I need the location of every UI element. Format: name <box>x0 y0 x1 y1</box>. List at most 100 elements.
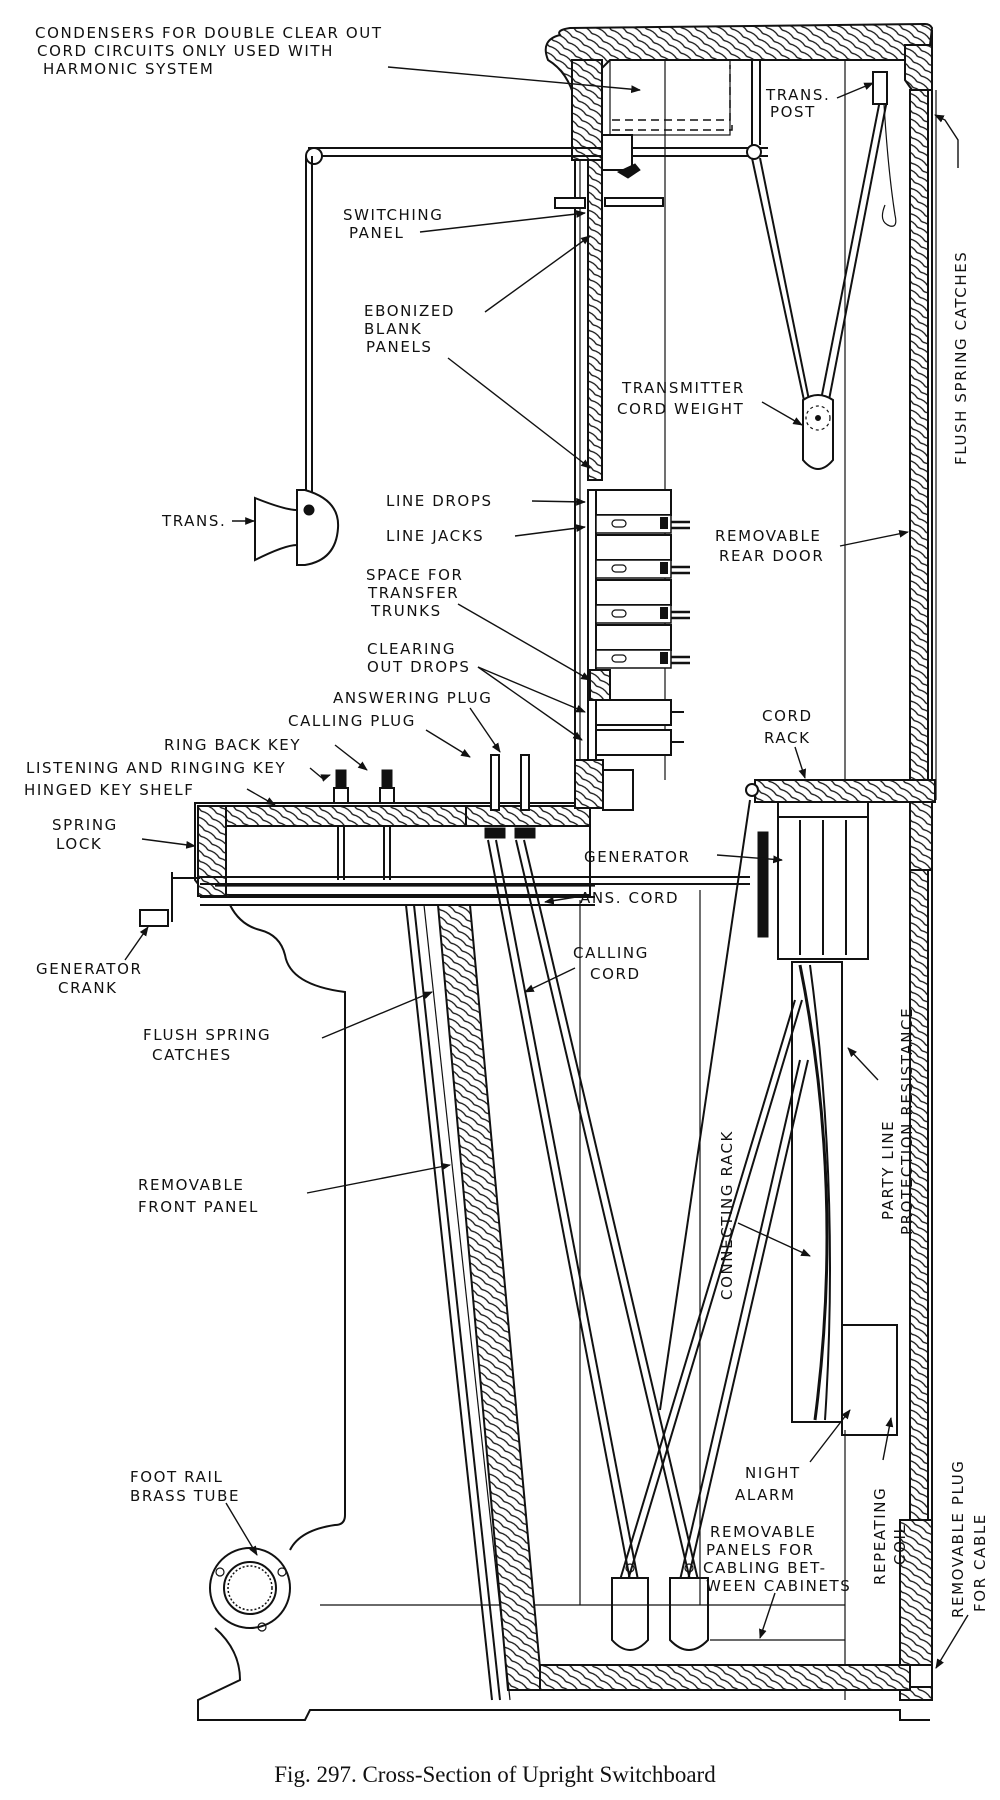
front-panel-slanted <box>405 904 544 1701</box>
label-removable-front-panel: REMOVABLE FRONT PANEL <box>138 1162 451 1216</box>
svg-text:PANEL: PANEL <box>349 224 404 242</box>
svg-text:NIGHT: NIGHT <box>745 1464 801 1482</box>
jack-terminal <box>660 562 668 574</box>
svg-text:CLEARING: CLEARING <box>367 640 456 658</box>
svg-text:COIL: COIL <box>891 1524 909 1565</box>
svg-text:CABLING BET-: CABLING BET- <box>703 1559 827 1577</box>
generator <box>200 801 869 960</box>
label-generator-crank: GENERATOR CRANK <box>36 926 149 997</box>
label-trans: TRANS. <box>161 512 255 530</box>
clearing-out-drop <box>595 729 672 756</box>
label-calling-cord: CALLING CORD <box>524 944 649 993</box>
svg-text:LOCK: LOCK <box>56 835 102 853</box>
clearing-out-drop <box>595 699 672 726</box>
label-foot-rail-brass-tube: FOOT RAIL BRASS TUBE <box>130 1468 258 1556</box>
svg-text:TRANS.: TRANS. <box>765 86 830 104</box>
svg-text:FLUSH SPRING: FLUSH SPRING <box>143 1026 271 1044</box>
label-spring-lock: SPRING LOCK <box>52 816 196 853</box>
svg-text:REMOVABLE PLUG: REMOVABLE PLUG <box>949 1460 967 1619</box>
label-cord-rack: CORD RACK <box>762 707 811 779</box>
svg-text:FRONT PANEL: FRONT PANEL <box>138 1198 259 1216</box>
svg-text:BRASS TUBE: BRASS TUBE <box>130 1487 240 1505</box>
svg-text:EBONIZED: EBONIZED <box>364 302 455 320</box>
label-night-alarm: NIGHT ALARM <box>735 1409 851 1504</box>
svg-text:CORD CIRCUITS ONLY USED WITH: CORD CIRCUITS ONLY USED WITH <box>37 42 334 60</box>
svg-text:REMOVABLE: REMOVABLE <box>710 1523 816 1541</box>
label-generator: GENERATOR <box>584 848 783 866</box>
foot-rail-brass-tube <box>209 1547 291 1632</box>
svg-text:FOR CABLE: FOR CABLE <box>971 1513 989 1612</box>
svg-text:LINE JACKS: LINE JACKS <box>386 527 484 545</box>
svg-text:PARTY LINE: PARTY LINE <box>879 1120 897 1220</box>
line-jack-unit <box>595 604 672 624</box>
label-condensers: CONDENSERS FOR DOUBLE CLEAR OUT CORD CIR… <box>35 24 641 94</box>
svg-text:ALARM: ALARM <box>735 1486 796 1504</box>
rear-door <box>899 30 937 1701</box>
svg-text:CALLING: CALLING <box>573 944 649 962</box>
svg-text:GENERATOR: GENERATOR <box>36 960 143 978</box>
figure-caption: Fig. 297. Cross-Section of Upright Switc… <box>274 1762 716 1787</box>
svg-text:WEEN CABINETS: WEEN CABINETS <box>706 1577 851 1595</box>
line-jack-unit <box>595 559 672 579</box>
svg-text:TRANSFER: TRANSFER <box>367 584 459 602</box>
line-jack-unit <box>595 514 672 534</box>
svg-text:ANSWERING PLUG: ANSWERING PLUG <box>333 689 492 707</box>
svg-text:OUT DROPS: OUT DROPS <box>367 658 470 676</box>
svg-text:REMOVABLE: REMOVABLE <box>715 527 821 545</box>
jack-slot <box>611 519 627 528</box>
jack-slot <box>611 609 627 618</box>
label-trans-post: TRANS. POST <box>765 82 874 121</box>
label-ans-cord: ANS. CORD <box>544 889 679 907</box>
label-connecting-rack: CONNECTING RACK <box>718 1130 811 1300</box>
cabinet-bottom <box>197 1664 930 1721</box>
label-ebonized-blank-panels: EBONIZED BLANK PANELS <box>364 235 591 469</box>
svg-text:REPEATING: REPEATING <box>871 1487 889 1585</box>
svg-text:PROTECTION RESISTANCE: PROTECTION RESISTANCE <box>898 1007 916 1235</box>
answering-plug <box>514 754 536 839</box>
label-removable-panels-for-cabling: REMOVABLE PANELS FOR CABLING BET- WEEN C… <box>703 1523 851 1639</box>
label-party-line-protection-resistance: PARTY LINE PROTECTION RESISTANCE <box>847 1007 916 1235</box>
label-hinged-key-shelf: HINGED KEY SHELF <box>24 781 276 806</box>
svg-text:CONDENSERS FOR DOUBLE CLEAR OU: CONDENSERS FOR DOUBLE CLEAR OUT <box>35 24 383 42</box>
label-answering-plug: ANSWERING PLUG <box>333 689 501 753</box>
label-line-drops: LINE DROPS <box>386 492 586 510</box>
base-leg-profile <box>197 904 346 1720</box>
line-drop-unit <box>595 579 672 606</box>
line-drop-unit <box>595 489 672 516</box>
svg-text:BLANK: BLANK <box>364 320 422 338</box>
transfer-trunk-space <box>589 669 611 701</box>
key-shelf <box>194 759 634 906</box>
svg-text:PANELS FOR: PANELS FOR <box>706 1541 815 1559</box>
label-calling-plug: CALLING PLUG <box>288 712 471 758</box>
label-ring-back-key: RING BACK KEY <box>164 736 368 771</box>
svg-text:TRANS.: TRANS. <box>161 512 226 530</box>
svg-text:GENERATOR: GENERATOR <box>584 848 691 866</box>
front-upright-panel <box>571 59 603 790</box>
jack-slot <box>611 564 627 573</box>
line-drop-unit <box>595 624 672 651</box>
calling-plug <box>484 754 506 839</box>
jack-slot <box>611 654 627 663</box>
svg-text:SPACE FOR: SPACE FOR <box>366 566 464 584</box>
jack-terminal <box>660 607 668 619</box>
cabinet-top <box>544 22 934 101</box>
transmitter-cord-weight <box>746 60 897 470</box>
jack-terminal <box>660 517 668 529</box>
label-clearing-out-drops: CLEARING OUT DROPS <box>367 640 586 741</box>
label-removable-rear-door: REMOVABLE REAR DOOR <box>715 527 909 565</box>
label-listening-ringing-key: LISTENING AND RINGING KEY <box>26 759 331 782</box>
transmitter-arm <box>305 134 768 510</box>
svg-text:CONNECTING RACK: CONNECTING RACK <box>718 1130 736 1300</box>
label-flush-spring-catches-rear: FLUSH SPRING CATCHES <box>934 114 970 465</box>
svg-text:ANS. CORD: ANS. CORD <box>580 889 679 907</box>
svg-text:CATCHES: CATCHES <box>152 1046 232 1064</box>
cord-rack <box>745 779 936 803</box>
cord-weights <box>611 1563 709 1651</box>
svg-text:TRUNKS: TRUNKS <box>370 602 442 620</box>
interior-lines <box>320 890 846 1700</box>
listening-ringing-key <box>333 769 349 880</box>
connecting-rack <box>791 961 898 1436</box>
svg-text:POST: POST <box>770 103 816 121</box>
svg-text:RACK: RACK <box>764 729 811 747</box>
